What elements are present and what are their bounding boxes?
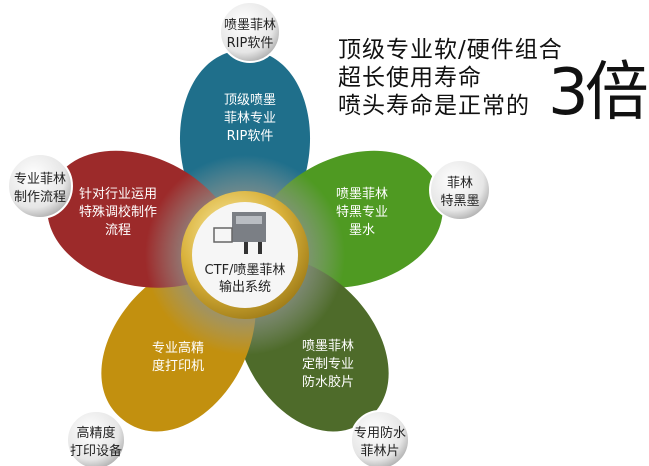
- badge-label-line: 特黑墨: [440, 194, 479, 209]
- badge-circle: [219, 1, 281, 63]
- petal-label-line: 喷墨菲林: [336, 187, 388, 202]
- petal-label-line: 墨水: [349, 223, 375, 238]
- badge-circle: [350, 410, 410, 466]
- headline-emphasis: 3倍: [548, 56, 649, 130]
- badge-label-line: 菲林: [447, 176, 473, 191]
- badge-label-line: 打印设备: [70, 443, 122, 459]
- petal-label-line: 特殊调校制作: [79, 204, 157, 220]
- headline-line-3: 喷头寿命是正常的: [338, 93, 530, 119]
- badge-rip-software: 喷墨菲林 RIP软件: [219, 1, 281, 63]
- badge-circle: [7, 153, 73, 219]
- headline-line-1: 顶级专业软/硬件组合: [338, 37, 563, 63]
- petal-label-line: 特黑专业: [336, 205, 388, 220]
- petal-label-line: 流程: [105, 223, 131, 238]
- petal-label-line: 喷墨菲林: [302, 339, 354, 354]
- petal-label-line: 防水胶片: [302, 374, 354, 390]
- badge-label-line: 制作流程: [14, 190, 66, 205]
- badge-label-line: 高精度: [76, 425, 115, 441]
- center-label-line-1: CTF/喷墨菲林: [205, 263, 286, 278]
- petal-label-line: 专业高精: [152, 340, 204, 356]
- petal-label-line: 度打印机: [152, 358, 204, 374]
- badge-circle: [66, 410, 126, 466]
- center-label-line-2: 输出系统: [219, 279, 271, 295]
- printer-icon: [213, 212, 266, 254]
- badge-circle: [429, 159, 491, 221]
- badge-label-line: 专用防水: [354, 425, 406, 441]
- badge-label-line: RIP软件: [227, 36, 274, 51]
- center-hub: CTF/喷墨菲林 输出系统: [181, 191, 309, 319]
- badge-label-line: 菲林片: [360, 444, 399, 459]
- badge-label-line: 专业菲林: [14, 172, 66, 187]
- petal-label-line: 菲林专业: [224, 111, 276, 126]
- petal-label-line: 针对行业运用: [79, 187, 157, 202]
- headline: 顶级专业软/硬件组合 超长使用寿命 喷头寿命是正常的: [338, 36, 563, 120]
- petal-label-line: 顶级喷墨: [224, 93, 276, 108]
- headline-line-2: 超长使用寿命: [338, 65, 482, 91]
- badge-label-line: 喷墨菲林: [224, 18, 276, 33]
- petal-label-line: RIP软件: [227, 129, 274, 144]
- petal-label-line: 定制专业: [302, 357, 354, 372]
